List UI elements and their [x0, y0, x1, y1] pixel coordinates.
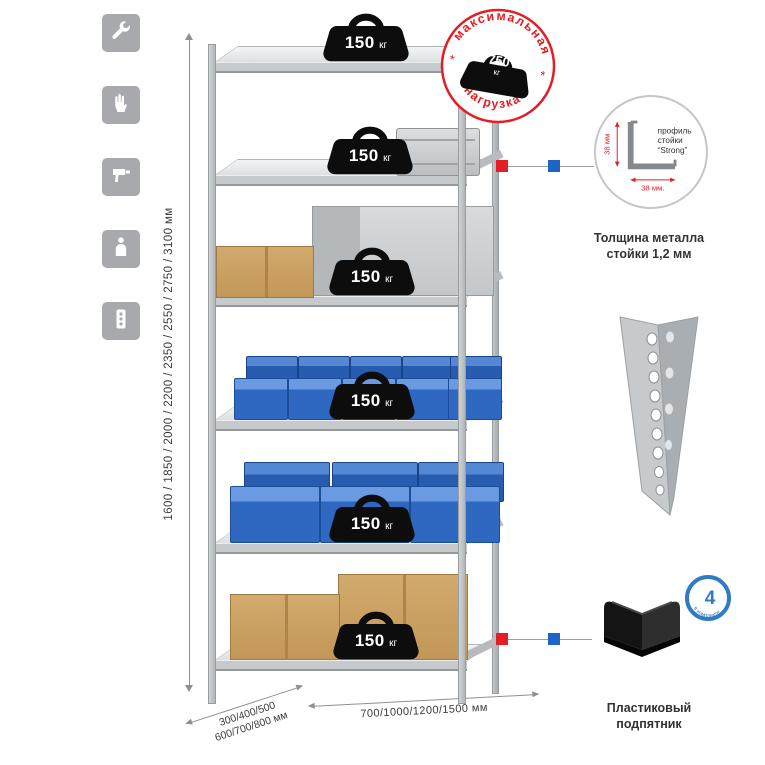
depth-dimension: 300/400/500 600/700/800 мм — [184, 682, 316, 762]
feature-tile — [102, 86, 140, 124]
profile-label-3: “Strong” — [658, 146, 688, 155]
shelf-load-unit: кг — [379, 40, 388, 51]
feature-tile — [102, 14, 140, 52]
shelf-front-edge — [209, 543, 467, 554]
height-dimension-line — [189, 40, 190, 688]
stamp-star-left: * — [448, 52, 456, 68]
profile-dim-vertical: 38 мм — [602, 134, 611, 155]
profile-caption: Толщина металла стойки 1,2 мм — [579, 230, 719, 263]
profile-caption-line1: Толщина металла — [593, 231, 705, 245]
shelf-load-unit: кг — [383, 153, 392, 164]
height-dimension-label: 1600 / 1850 / 2000 / 2200 / 2350 / 2550 … — [163, 207, 175, 521]
profile-dim-horizontal: 38 мм. — [641, 183, 664, 192]
person-icon — [109, 235, 133, 264]
shelf-load-badge: 150 кг — [318, 12, 414, 64]
red-marker — [496, 633, 508, 645]
plastic-bin — [234, 378, 288, 420]
feature-tile — [102, 230, 140, 268]
rack-front-left-post — [208, 44, 216, 704]
shelf-front-edge — [209, 420, 467, 431]
cardboard-box — [216, 246, 314, 298]
shelf-load-value: 150 — [350, 267, 381, 286]
shelf-load-badge: 150 кг — [322, 125, 418, 177]
plastic-foot-illustration — [590, 578, 690, 662]
shelf-load-unit: кг — [385, 398, 394, 409]
shelf-front-edge — [209, 296, 467, 307]
rack-front-right-post — [458, 44, 466, 704]
plastic-bin — [448, 378, 502, 420]
stamp-value: 750 — [487, 51, 511, 70]
max-load-stamp: максимальная нагрузка * * 750 кг — [428, 0, 567, 136]
width-dimension-label: 700/1000/1200/1500 мм — [360, 701, 489, 721]
blue-marker — [548, 633, 560, 645]
profile-label-2: стойки — [658, 136, 683, 145]
shelf-load-badge: 150 кг — [324, 493, 420, 545]
shelf-load-unit: кг — [389, 638, 398, 649]
quantity-badge: 4 в комплекте — [684, 574, 732, 622]
drill-icon — [109, 163, 133, 192]
shelf-load-value: 150 — [348, 146, 379, 165]
profile-caption-line2: стойки 1,2 мм — [606, 247, 692, 262]
stamp-star-right: * — [539, 68, 547, 84]
cardboard-box — [230, 594, 340, 660]
feature-tile — [102, 158, 140, 196]
blue-marker — [548, 160, 560, 172]
arrow-down-icon — [185, 685, 193, 692]
corner-post-illustration — [608, 315, 708, 525]
profile-label-1: профиль — [658, 127, 692, 136]
quantity-badge-number: 4 — [705, 588, 716, 609]
arrow-right-icon — [532, 690, 540, 698]
shelf-load-badge: 150 кг — [324, 370, 420, 422]
shelf-front-edge — [209, 175, 467, 186]
shelf-load-value: 150 — [354, 631, 385, 650]
foot-caption-line2: подпятник — [616, 717, 682, 732]
level-icon — [109, 307, 133, 336]
post-profile-detail: 38 мм 38 мм. профиль стойки “Strong” — [594, 95, 708, 209]
gloves-icon — [109, 91, 133, 120]
shelf-load-value: 150 — [350, 391, 381, 410]
connector-line — [502, 639, 592, 640]
shelf-load-badge: 150 кг — [328, 610, 424, 662]
wrench-icon — [109, 19, 133, 48]
shelf-load-badge: 150 кг — [324, 246, 420, 298]
shelf-load-value: 150 — [344, 33, 375, 52]
plastic-bin — [230, 486, 320, 543]
foot-caption: Пластиковый подпятник — [579, 700, 719, 733]
width-dimension: 700/1000/1200/1500 мм — [307, 688, 540, 730]
shelf-load-value: 150 — [350, 514, 381, 533]
red-marker — [496, 160, 508, 172]
plastic-bin — [410, 486, 500, 543]
shelf-load-unit: кг — [385, 274, 394, 285]
stamp-unit: кг — [493, 67, 501, 77]
feature-tile — [102, 302, 140, 340]
arrow-up-icon — [185, 33, 193, 40]
shelf-load-unit: кг — [385, 521, 394, 532]
shelf-front-edge — [209, 660, 467, 671]
foot-caption-line1: Пластиковый — [606, 701, 692, 715]
shelf-front-edge — [209, 62, 467, 73]
